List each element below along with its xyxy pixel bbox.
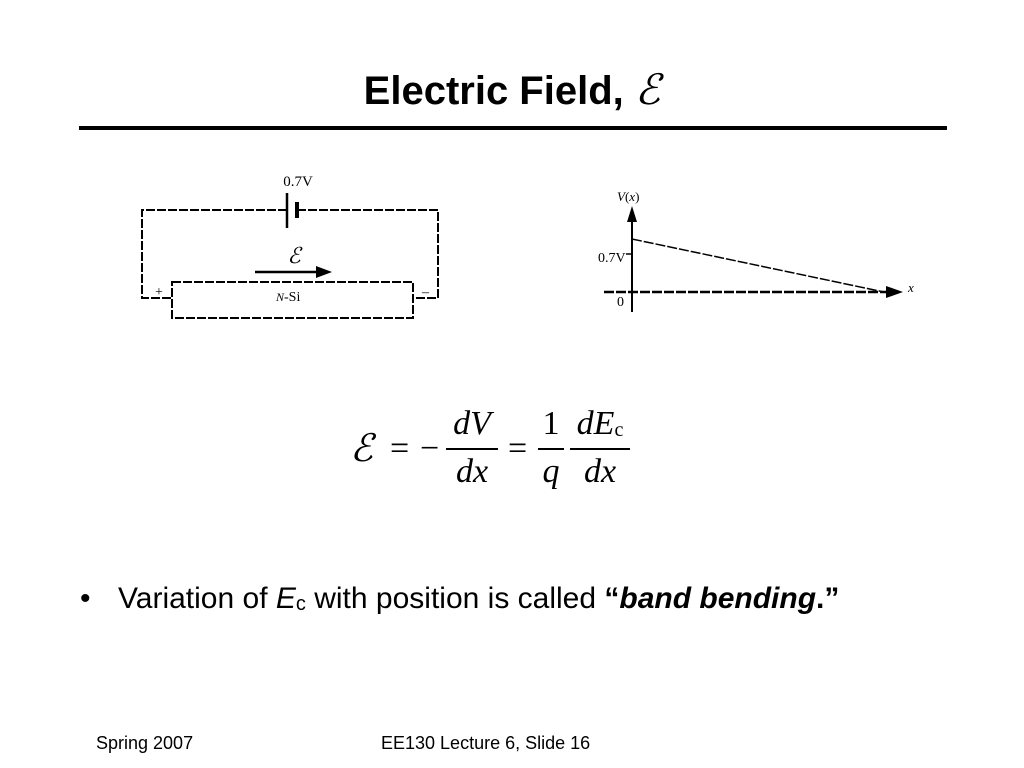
eq-f2-denominator: q — [542, 453, 560, 490]
circuit-wire-right — [297, 209, 439, 299]
eq-fraction-1-q: 1 q — [538, 404, 564, 494]
bullet-e-symbol: E — [275, 582, 296, 615]
plot-origin-label: 0 — [617, 295, 624, 310]
plot-x-arrow — [886, 286, 903, 298]
eq-f1-numerator: dV — [453, 405, 491, 442]
circuit-diagram — [141, 193, 439, 319]
eq-f3-numerator: dEc — [570, 404, 630, 446]
silicon-bar-label: N-Si — [275, 290, 300, 305]
eq-f1-bar — [446, 448, 498, 450]
bullet-close-quote: .” — [816, 582, 840, 615]
field-equation: ℰ = − dV dx = 1 q dEc dx — [346, 404, 646, 500]
silicon-type: N — [275, 290, 285, 304]
eq-equals-2: = — [508, 430, 528, 467]
plot-tick-label: 0.7V — [598, 251, 626, 266]
bullet-e-sub: c — [295, 593, 306, 615]
eq-fraction-dv-dx: dV dx — [446, 404, 498, 494]
eq-f3-num-main: dE — [576, 405, 615, 442]
plot-potential-line — [631, 238, 885, 293]
plot-y-label-x: x — [628, 189, 635, 204]
circuit-field-symbol: ℰ — [287, 244, 303, 269]
potential-plot — [604, 206, 903, 312]
footer-left: Spring 2007 — [96, 733, 194, 753]
plus-terminal: + — [155, 285, 163, 300]
bullet-point: • Variation of Ec with position is called… — [80, 582, 839, 616]
eq-f1-denominator: dx — [455, 453, 489, 490]
silicon-material: -Si — [284, 290, 300, 305]
plot-x-label: x — [907, 280, 914, 295]
plot-y-arrow — [627, 206, 637, 222]
eq-f3-denominator: dx — [583, 453, 617, 490]
title-underline — [79, 126, 947, 130]
eq-fraction-dec-dx: dEc dx — [570, 404, 630, 494]
silicon-bar — [171, 281, 414, 319]
title-field-symbol: ℰ — [634, 65, 661, 114]
bullet-text-2: with position is called — [305, 582, 605, 615]
battery-label: 0.7V — [283, 174, 313, 190]
eq-f2-bar — [538, 448, 564, 450]
plot-y-label: V(x) — [617, 189, 639, 204]
plot-y-label-v: V — [617, 189, 627, 204]
circuit-wire-left — [141, 209, 287, 299]
bullet-marker: • — [80, 582, 91, 615]
eq-f3-bar — [570, 448, 630, 450]
slide-title: Electric Field, ℰ — [0, 66, 1024, 115]
bullet-text-1: Variation of — [118, 582, 276, 615]
field-arrow-head — [316, 266, 332, 278]
eq-f3-num-sub: c — [614, 419, 624, 441]
figures: 0.7V ℰ N-Si + – V(x) 0.7V 0 x — [141, 174, 914, 319]
eq-field-symbol: ℰ — [350, 426, 374, 470]
eq-equals-1: = — [390, 430, 410, 467]
bullet-emphasis: band bending — [619, 582, 817, 615]
bullet-open-quote: “ — [604, 582, 620, 615]
footer-center: EE130 Lecture 6, Slide 16 — [381, 733, 591, 753]
title-text: Electric Field, — [363, 69, 624, 113]
minus-terminal: – — [421, 285, 430, 300]
eq-f2-numerator: 1 — [542, 405, 560, 442]
eq-minus: − — [420, 430, 440, 467]
